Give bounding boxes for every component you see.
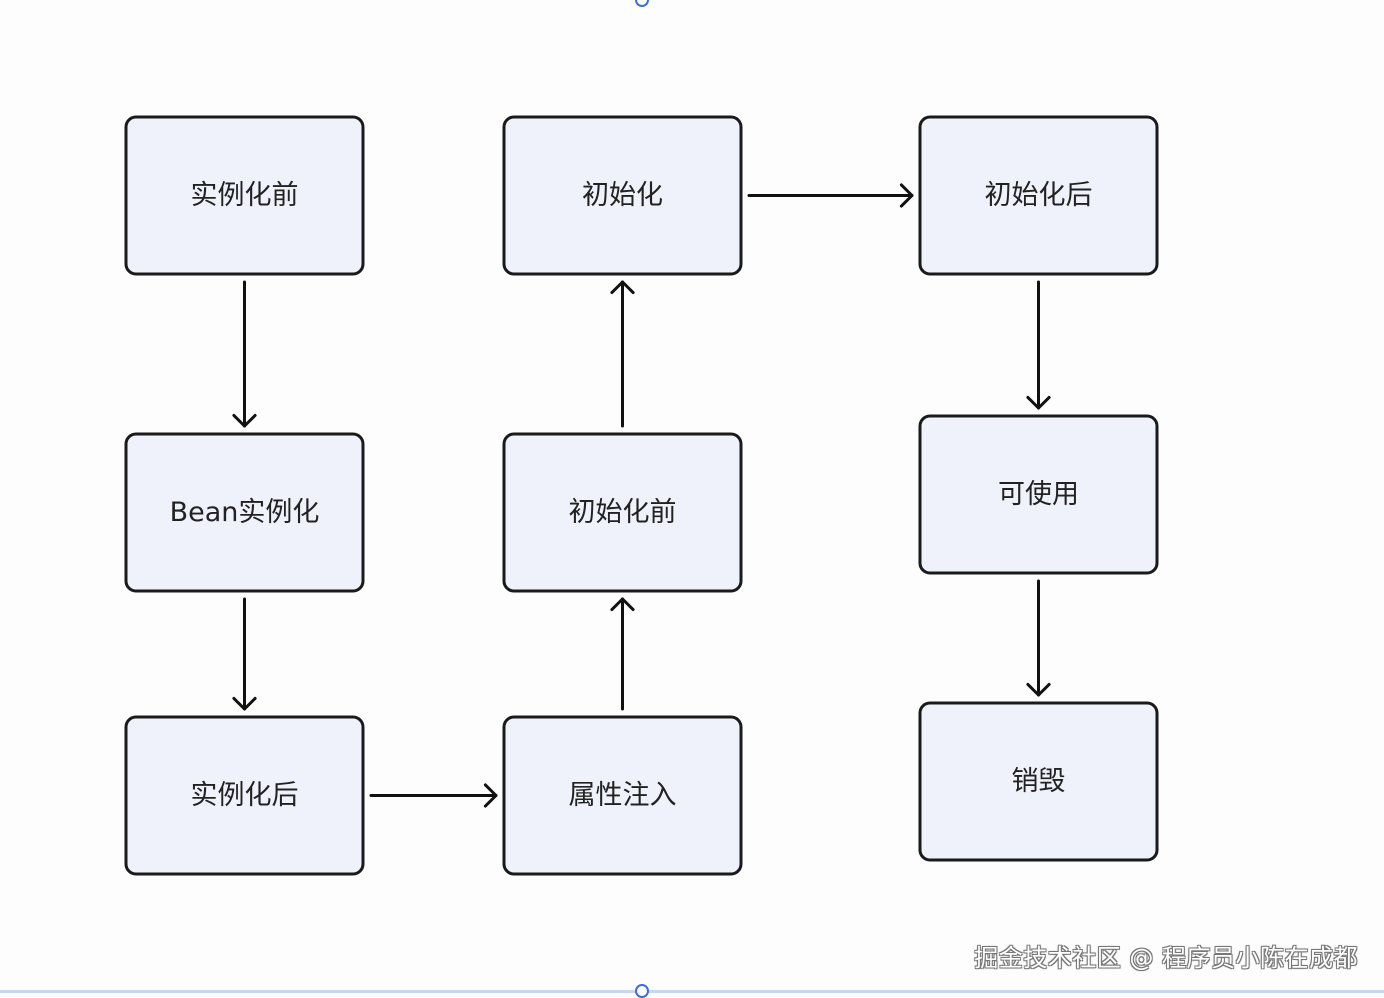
- node-box: [124, 432, 365, 593]
- arrow-bean-instantiation-to-post-instantiation: [232, 597, 257, 711]
- edges-layer: [232, 183, 1051, 808]
- arrow-ready-to-use-to-destruction: [1026, 579, 1051, 697]
- node-label: 销毁: [1012, 766, 1066, 797]
- node-destruction[interactable]: 销毁: [918, 701, 1159, 862]
- node-label: 初始化: [582, 180, 663, 211]
- node-box: [502, 432, 743, 593]
- node-pre-initialization[interactable]: 初始化前: [502, 432, 743, 593]
- node-box: [918, 701, 1159, 862]
- arrow-post-instantiation-to-property-injection: [369, 783, 498, 808]
- node-box: [502, 715, 743, 876]
- node-label: 属性注入: [569, 780, 677, 811]
- node-label: 实例化后: [191, 780, 299, 811]
- node-ready-to-use[interactable]: 可使用: [918, 414, 1159, 575]
- arrow-initialization-to-post-initialization: [747, 183, 914, 208]
- node-pre-instantiation[interactable]: 实例化前: [124, 115, 365, 276]
- node-label: 初始化前: [569, 497, 677, 528]
- node-box: [502, 115, 743, 276]
- node-box: [124, 715, 365, 876]
- top-resize-handle[interactable]: [635, 0, 649, 7]
- bottom-border-line: [0, 990, 1384, 993]
- arrow-pre-initialization-to-initialization: [610, 280, 635, 428]
- watermark-text: 掘金技术社区 @ 程序员小陈在成都: [974, 944, 1358, 972]
- arrow-property-injection-to-pre-initialization: [610, 597, 635, 711]
- node-bean-instantiation[interactable]: Bean实例化: [124, 432, 365, 593]
- node-initialization[interactable]: 初始化: [502, 115, 743, 276]
- node-post-initialization[interactable]: 初始化后: [918, 115, 1159, 276]
- node-box: [918, 115, 1159, 276]
- node-post-instantiation[interactable]: 实例化后: [124, 715, 365, 876]
- arrow-post-initialization-to-ready-to-use: [1026, 280, 1051, 410]
- node-label: Bean实例化: [170, 497, 320, 528]
- arrow-pre-instantiation-to-bean-instantiation: [232, 280, 257, 428]
- node-box: [918, 414, 1159, 575]
- node-label: 实例化前: [191, 180, 299, 211]
- node-box: [124, 115, 365, 276]
- node-label: 可使用: [998, 479, 1079, 510]
- node-label: 初始化后: [985, 180, 1093, 211]
- node-property-injection[interactable]: 属性注入: [502, 715, 743, 876]
